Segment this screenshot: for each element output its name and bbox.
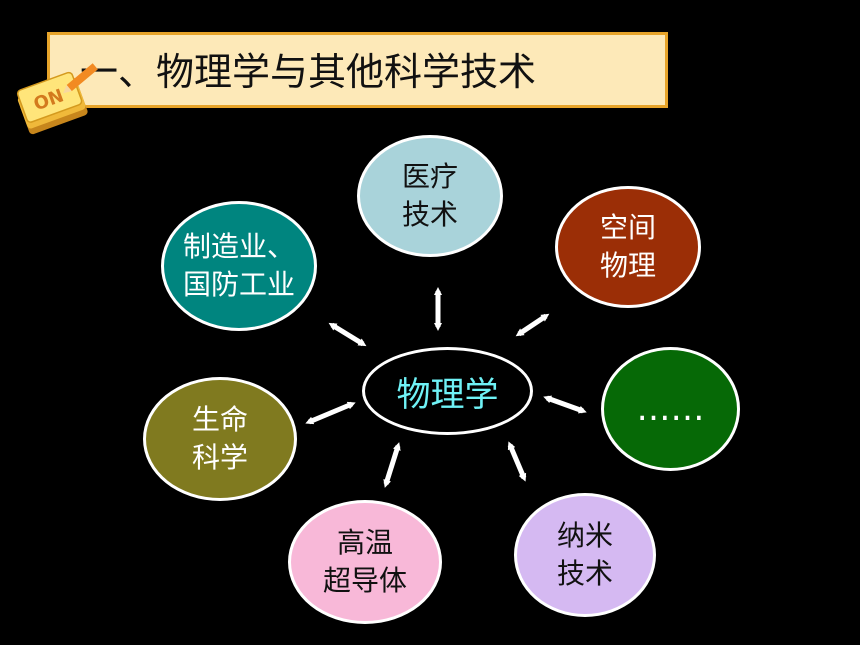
node-life-line1: 生命 xyxy=(191,403,248,436)
node-medical-line2: 技术 xyxy=(401,198,458,231)
node-space-line1: 空间 xyxy=(599,211,656,244)
node-nano-line2: 技术 xyxy=(556,557,613,590)
node-space-line2: 物理 xyxy=(599,249,656,282)
node-superconductor-line1: 高温 xyxy=(336,526,393,559)
arrow-more xyxy=(543,395,587,414)
title-banner xyxy=(47,32,668,108)
node-industry: 制造业、 国防工业 xyxy=(161,201,317,331)
arrow-industry xyxy=(328,322,367,347)
center-label: 物理学 xyxy=(396,374,499,415)
node-industry-line2: 国防工业 xyxy=(182,268,295,301)
node-more-line1: …… xyxy=(636,389,705,429)
node-industry-line1: 制造业、 xyxy=(182,230,295,263)
node-space: 空间 物理 xyxy=(555,186,701,308)
node-medical-line1: 医疗 xyxy=(401,160,458,193)
arrow-space xyxy=(515,313,550,337)
node-nano-line1: 纳米 xyxy=(556,519,613,552)
page-title: 一、物理学与其他科学技术 xyxy=(80,50,537,94)
node-superconductor: 高温 超导体 xyxy=(288,500,442,624)
arrow-nano xyxy=(507,441,527,482)
arrow-superconductor xyxy=(383,442,401,488)
node-life-line2: 科学 xyxy=(191,441,248,474)
node-nano: 纳米 技术 xyxy=(514,493,656,617)
node-more: …… xyxy=(601,347,740,471)
arrow-life xyxy=(305,401,356,425)
node-superconductor-line2: 超导体 xyxy=(322,564,407,597)
center-node-physics: 物理学 xyxy=(362,347,533,435)
on-notepad-pencil-icon: ON xyxy=(16,63,98,135)
node-medical: 医疗 技术 xyxy=(357,135,503,257)
node-life: 生命 科学 xyxy=(143,377,297,501)
